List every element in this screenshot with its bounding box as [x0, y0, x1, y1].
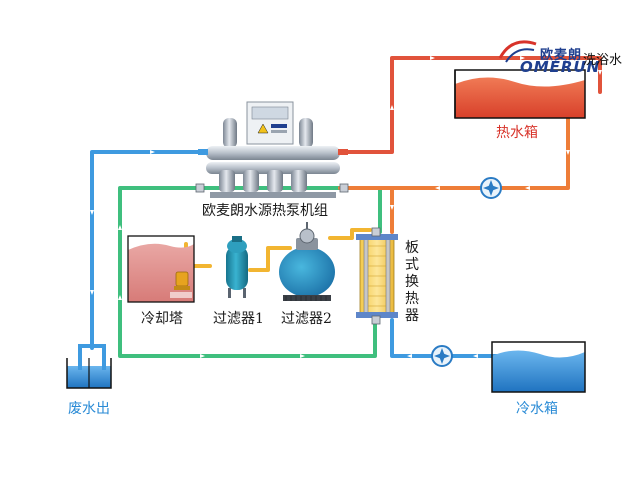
- pump-icon: [431, 345, 453, 367]
- green-source-pipe: [118, 186, 377, 358]
- hot-tank-label: 热水箱: [496, 125, 538, 141]
- cooling-tower: [127, 235, 195, 303]
- cold-water-tank: [491, 341, 586, 393]
- red-hot-supply-pipe: [338, 56, 460, 154]
- bath-water-label: 洗浴水: [583, 53, 623, 68]
- cold-tank-label: 冷水箱: [516, 401, 558, 417]
- filter1-label: 过滤器1: [213, 311, 264, 327]
- yellow-filter-pipe: [248, 246, 292, 272]
- plate-heat-exchanger: [356, 234, 398, 318]
- waste-outlet-basin: [66, 344, 112, 389]
- red-bath-pipe: [456, 56, 602, 94]
- pump-icon: [175, 271, 189, 287]
- hot-water-tank: [454, 69, 586, 119]
- heat-pump-unit: [198, 101, 348, 198]
- brand-logo: [498, 40, 537, 63]
- heat-pump-label: 欧麦朗水源热泵机组: [202, 203, 328, 219]
- orange-return-pipe: [338, 110, 570, 190]
- brand-name-en: OMERUN: [520, 58, 601, 76]
- waste-out-label: 废水出: [68, 401, 110, 417]
- yellow-exchanger-pipe: [328, 228, 372, 240]
- blue-waste-pipe: [90, 150, 207, 350]
- warning-icon: [257, 123, 269, 134]
- filter-2: [279, 222, 335, 301]
- cooling-tower-label: 冷却塔: [141, 311, 183, 327]
- brand-name-cn: 欧麦朗: [540, 48, 583, 63]
- pump-icon: [480, 177, 502, 199]
- plate-exchanger-label: 板式换热器: [405, 240, 419, 324]
- valve-icon: [195, 183, 381, 325]
- blue-cold-pipe: [390, 318, 520, 358]
- filter-1: [226, 236, 248, 298]
- filter2-label: 过滤器2: [281, 311, 332, 327]
